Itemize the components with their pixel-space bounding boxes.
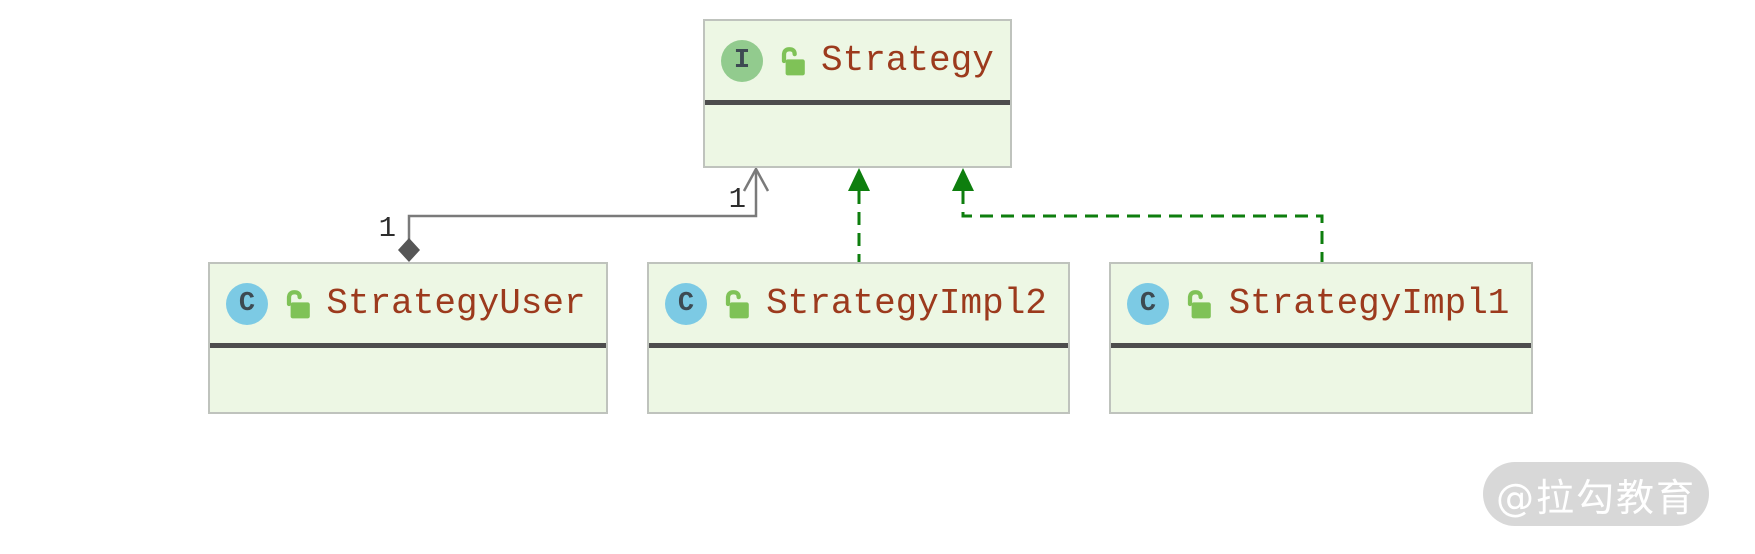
members-compartment[interactable] xyxy=(649,348,1068,412)
aggregation-connector[interactable] xyxy=(407,171,758,240)
watermark-badge: @拉勾教育 xyxy=(1483,462,1709,526)
compartment-separator xyxy=(210,343,606,348)
unlocked-icon xyxy=(1183,288,1213,320)
class-name: StrategyUser xyxy=(326,283,586,324)
open-arrowhead-icon xyxy=(742,166,770,192)
class-icon: C xyxy=(1127,282,1169,325)
class-box-strategyimpl2[interactable]: C StrategyImpl2 xyxy=(647,262,1070,414)
unlocked-icon xyxy=(777,45,807,77)
realization-connector-impl1[interactable] xyxy=(961,191,1324,262)
realization-arrowhead-impl2-icon xyxy=(848,168,870,191)
realization-arrowhead-impl1-icon xyxy=(952,168,974,191)
class-header: C StrategyImpl2 xyxy=(649,264,1068,343)
class-name: Strategy xyxy=(821,40,994,81)
class-name: StrategyImpl2 xyxy=(766,283,1047,324)
members-compartment[interactable] xyxy=(1111,348,1531,412)
unlocked-icon xyxy=(721,288,751,320)
multiplicity-label-source: 1 xyxy=(378,212,396,245)
unlocked-icon xyxy=(282,288,312,320)
class-icon: C xyxy=(665,282,707,325)
members-compartment[interactable] xyxy=(705,105,1010,166)
class-header: C StrategyImpl1 xyxy=(1111,264,1531,343)
compartment-separator xyxy=(705,100,1010,105)
class-header: I Strategy xyxy=(705,21,1010,100)
aggregation-diamond-icon xyxy=(398,238,420,262)
class-box-strategy[interactable]: I Strategy xyxy=(703,19,1012,168)
class-box-strategyuser[interactable]: C StrategyUser xyxy=(208,262,608,414)
multiplicity-label-target: 1 xyxy=(728,183,746,216)
class-box-strategyimpl1[interactable]: C StrategyImpl1 xyxy=(1109,262,1533,414)
class-name: StrategyImpl1 xyxy=(1228,283,1510,324)
members-compartment[interactable] xyxy=(210,348,606,412)
compartment-separator xyxy=(649,343,1068,348)
class-icon: C xyxy=(226,282,268,325)
compartment-separator xyxy=(1111,343,1531,348)
watermark-text: @拉勾教育 xyxy=(1495,475,1696,520)
interface-icon: I xyxy=(721,39,763,82)
class-header: C StrategyUser xyxy=(210,264,606,343)
